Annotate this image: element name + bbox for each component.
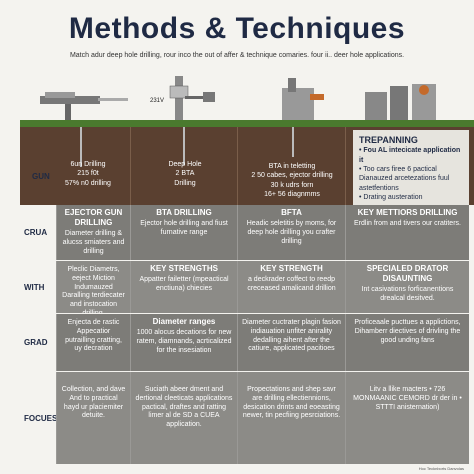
grid-cell: KEY STRENGTHS Appatter failetter (mpeacti… (130, 261, 237, 313)
soil-divider (237, 127, 238, 205)
cell-heading: KEY METTIORS DRILLING (357, 208, 458, 217)
row-label: FOCUES (0, 372, 57, 464)
soil-col1: 6un Drilling 215 f0t 57% n0 drilling (58, 160, 118, 188)
soil-divider (345, 127, 346, 205)
cell-body: Int casivations forficanentions drealcal… (361, 286, 454, 302)
deep-hole-rig-icon (169, 76, 215, 122)
trepanning-heading: TREPANNING (359, 135, 418, 145)
soil-col2-line: Deep Hole (168, 161, 202, 168)
soil-gun-label: GUN (32, 172, 50, 181)
cell-heading: BFTA (281, 208, 302, 217)
soil-col1-line: 215 f0t (77, 170, 99, 178)
cell-body: Headic seletitis by moms, for deep hole … (246, 220, 337, 245)
grid-row: CRUA EJECTOR GUN DRILLING Diameter drilli… (0, 205, 474, 260)
cell-body: Diameter drilling & alucss smiaters and … (62, 230, 125, 255)
ground-grass (20, 120, 474, 127)
page-subtitle: Match adur deep hole drilling, rour inco… (69, 52, 405, 59)
cell-heading: KEY STRENGTHS (150, 264, 218, 273)
soil-col2: Deep Hole 2 BTA Drilling (155, 160, 215, 188)
grid-row: GRAD Enjecta de rastic Appecatior putrai… (0, 314, 474, 371)
row-label: CRUA (0, 205, 56, 260)
grid-cell: Enjecta de rastic Appecatior putrailling… (56, 314, 130, 371)
soil-col1-line: 57% n0 drilling (65, 179, 111, 187)
grid-cell: KEY STRENGTH a deckrader coffect to reedp… (237, 261, 345, 313)
trepanning-line: • Drating austeration (359, 194, 423, 202)
grid-cell: BTA DRILLING Ejector hole drilling and fi… (130, 205, 237, 260)
grid-cell: Diameter cuctrater plagin fasion indiaua… (237, 314, 345, 371)
grid-cell: Propectations and shep savr are drilling… (237, 372, 345, 464)
soil-col3-line: 16+ 56 diagnmms (264, 191, 320, 199)
grid-row: WITH Pleclic Diametrs, eeject Miction In… (0, 261, 474, 313)
cell-body: 1000 alocus decations for new ratem, dia… (136, 329, 232, 354)
gun-drill-machine-icon (40, 92, 128, 120)
soil-col1-line: 6un Drilling (70, 161, 106, 168)
soil-col3: BTA in teletting 2 50 cabes, ejector dri… (240, 162, 344, 200)
grid-cell: SPECIALED DRATOR DISAUNTING Int casivatio… (345, 261, 469, 313)
cell-body: Enjecta de rastic Appecatior putrailling… (65, 319, 122, 353)
cell-body: a deckrader coffect to reedp creceased a… (247, 276, 336, 292)
grid-cell: EJECTOR GUN DRILLING Diameter drilling & … (56, 205, 130, 260)
footer-credit: Hoc Tecknborts Danvolas (418, 466, 464, 471)
bta-stem (292, 127, 294, 157)
cell-body: Ejector hole drilling and fiust furnativ… (140, 220, 228, 236)
grid-row: FOCUES Collection, and dave And to pract… (0, 372, 474, 464)
grid-cell: Proficeaale pucttues a applictions, Diha… (345, 314, 469, 371)
soil-col2-line: 2 BTA (175, 170, 195, 178)
soil-divider (130, 127, 131, 205)
cell-body: Erdlin from and tivers our cratiters. (354, 220, 461, 227)
cell-body: Proficeaale pucttues a applictions, Diha… (354, 319, 461, 344)
grid-cell: BFTA Headic seletitis by moms, for deep h… (237, 205, 345, 260)
trepanning-machine-icon (365, 84, 436, 122)
grid-cell: Litv a llike macters • 726 MONMAANIC CEM… (345, 372, 469, 464)
soil-col3-line: BTA in teletting (268, 163, 316, 170)
soil-col3-line: 30 k udrs forn (270, 181, 314, 189)
cell-heading: SPECIALED DRATOR DISAUNTING (366, 264, 449, 283)
gun-drill-stem (80, 127, 82, 167)
cell-heading: EJECTOR GUN DRILLING (64, 208, 123, 227)
cell-body: Litv a llike macters • 726 MONMAANIC CEM… (353, 386, 462, 411)
cell-body: Suciath abeer dment and dertional cleeti… (135, 386, 233, 428)
trepanning-box: TREPANNING • Fou AL intecicate applicati… (353, 130, 469, 205)
grid-cell: Collection, and dave And to practical ha… (56, 372, 130, 464)
grid-cell: KEY METTIORS DRILLING Erdlin from and tiv… (345, 205, 469, 260)
cell-body: Propectations and shep savr are drilling… (242, 386, 341, 420)
page-title: Methods & Techniques (68, 12, 406, 45)
equipment-scene: 231V (40, 76, 436, 122)
cell-heading: Diameter ranges (152, 317, 216, 326)
cell-heading: KEY STRENGTH (260, 264, 323, 273)
deep-hole-stem (183, 127, 185, 165)
soil-col3-line: 2 50 cabes, ejector drilling (251, 172, 333, 180)
cell-heading: BTA DRILLING (156, 208, 212, 217)
cell-body: Pleclic Diametrs, eeject Miction Indumau… (62, 266, 125, 313)
bta-rig-icon (282, 78, 324, 122)
cell-body: Collection, and dave And to practical ha… (61, 386, 126, 420)
grid-cell: Diameter ranges 1000 alocus decations for… (130, 314, 237, 371)
cell-body: Appatter failetter (mpeactical enctiuna)… (139, 276, 229, 292)
trepanning-line: • Fou AL intecicate application it (359, 147, 461, 164)
soil-col2-line: Drilling (174, 179, 196, 187)
row-label: WITH (0, 261, 56, 313)
voltage-label: 231V (150, 98, 164, 104)
grid-cell: Suciath abeer dment and dertional cleeti… (130, 372, 237, 464)
cell-body: Diameter cuctrater plagin fasion indiaua… (242, 319, 341, 353)
trepanning-line: • Too cars firee 6 pactical Dianauzed ar… (359, 166, 450, 192)
row-label: GRAD (0, 314, 56, 371)
grid-cell: Pleclic Diametrs, eeject Miction Indumau… (56, 261, 130, 313)
